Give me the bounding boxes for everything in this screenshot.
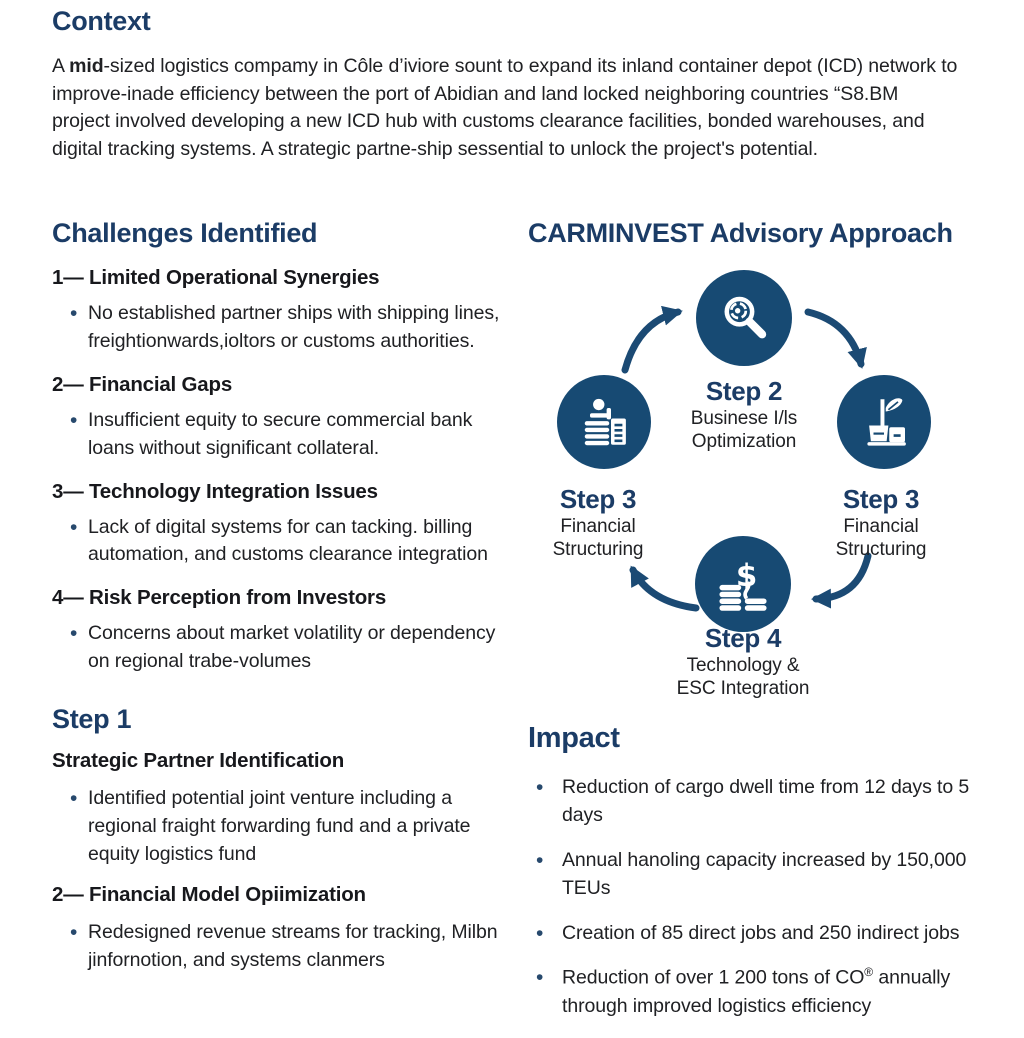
challenge-title-2: 2— Financial Gaps — [52, 372, 233, 396]
arrow-right-to-bottom — [811, 552, 872, 609]
step1-bullet-1: Identified potential joint venture inclu… — [52, 784, 514, 869]
context-text-pre: A — [52, 55, 70, 78]
step2-line1: Businese I/ls — [690, 408, 798, 429]
context-paragraph: A mid-sized logistics compamy in Côle d’… — [52, 53, 960, 164]
context-section: Context A mid-sized logistics compamy in… — [52, 6, 960, 164]
step1-bullet-2: Redesigned revenue streams for tracking,… — [52, 918, 514, 975]
step3-right-title: Step 3 — [842, 484, 920, 514]
challenge-title-4: 4— Risk Perception from Investors — [52, 586, 387, 610]
step4-circle: $ — [695, 536, 791, 632]
impact-text-4-sup: ® — [864, 965, 874, 980]
left-column: Challenges Identified 1— Limited Operati… — [52, 218, 514, 974]
step4-title: Step 4 — [704, 623, 782, 653]
impact-text-1: Reduction of cargo dwell time from 12 da… — [562, 776, 970, 826]
challenges-heading: Challenges Identified — [52, 218, 318, 248]
dollar-coins-icon: $ — [719, 558, 767, 611]
right-column: CARMINVEST Advisory Approach — [528, 218, 998, 1024]
step3-right-label: Step 3 Financial Structuring — [799, 484, 963, 561]
impact-text-3: Creation of 85 direct jobs and 250 indir… — [562, 921, 960, 944]
context-text-bold: mid — [69, 55, 104, 78]
impact-bullet-3: Creation of 85 direct jobs and 250 indir… — [528, 919, 998, 949]
step4-label: Step 4 Technology & ESC Integration — [653, 623, 833, 700]
impact-bullet-4: Reduction of over 1 200 tons of CO® annu… — [528, 963, 998, 1020]
step3-left-label: Step 3 Financial Structuring — [516, 484, 680, 561]
step3-left-line2: Structuring — [552, 539, 644, 561]
advisory-approach-diagram: $ Step 2 Businese I/ls Optimization Step… — [528, 268, 990, 718]
approach-heading: CARMINVEST Advisory Approach — [528, 218, 953, 248]
step3-left-title: Step 3 — [559, 484, 637, 514]
person-documents-icon — [584, 398, 626, 446]
challenge-bullet-2: Insufficient equity to secure commercial… — [52, 406, 514, 463]
impact-bullet-1: Reduction of cargo dwell time from 12 da… — [528, 773, 998, 830]
challenge-bullet-4: Concerns about market volatility or depe… — [52, 619, 514, 676]
arrow-top-to-right — [804, 308, 867, 369]
arrow-bottom-to-left — [629, 565, 700, 612]
step1-subheading-2: 2— Financial Model Opiimization — [52, 882, 366, 906]
magnifier-icon — [724, 296, 767, 339]
step3-right-line2: Structuring — [835, 539, 927, 561]
step1-heading: Step 1 — [52, 704, 132, 735]
step2-circle — [696, 270, 792, 366]
context-text-rest: -sized logistics compamy in Côle d’ivior… — [52, 55, 958, 161]
step4-line1: Technology & — [686, 655, 800, 676]
step1-subheading: Strategic Partner Identification — [52, 749, 345, 773]
step3-left-line1: Financial — [560, 516, 636, 537]
impact-text-4-post: annually through improved logistics effi… — [562, 966, 951, 1017]
step3-left-circle — [557, 375, 651, 469]
svg-text:$: $ — [736, 558, 757, 594]
arrow-left-to-top — [621, 305, 683, 374]
impact-text-4-pre: Reduction of over 1 200 tons of CO — [562, 966, 865, 989]
step2-line2: Optimization — [691, 431, 797, 453]
impact-heading: Impact — [528, 722, 620, 754]
step2-label: Step 2 Businese I/ls Optimization — [654, 376, 834, 453]
impact-text-2: Annual hanoling capacity increased by 15… — [562, 848, 967, 899]
context-heading: Context — [52, 6, 151, 36]
step3-right-line1: Financial — [843, 516, 919, 537]
step4-line2: ESC Integration — [676, 678, 810, 700]
challenge-title-3: 3— Technology Integration Issues — [52, 479, 378, 503]
step3-right-circle — [837, 375, 931, 469]
challenge-title-1: 1— Limited Operational Synergies — [52, 266, 380, 290]
impact-bullet-2: Annual hanoling capacity increased by 15… — [528, 846, 998, 903]
quill-inkwell-icon — [867, 398, 906, 446]
impact-list: Reduction of cargo dwell time from 12 da… — [528, 773, 998, 1038]
step2-title: Step 2 — [705, 376, 783, 406]
challenge-bullet-1: No established partner ships with shippi… — [52, 299, 514, 356]
challenge-bullet-3: Lack of digital systems for can tacking.… — [52, 513, 514, 570]
